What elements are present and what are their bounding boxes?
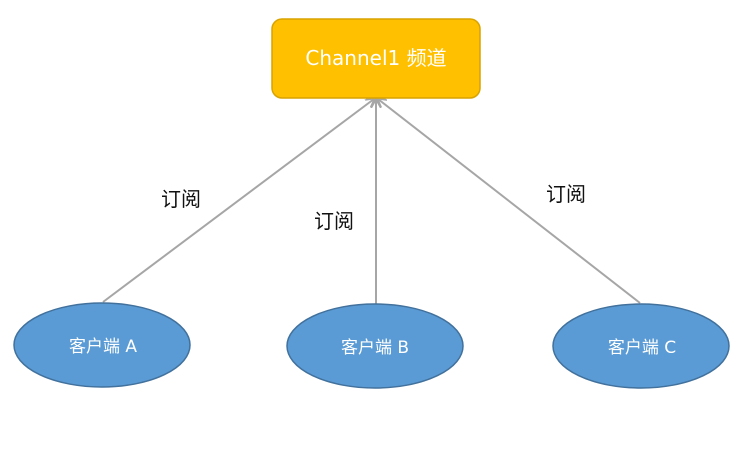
client-b-label: 客户端 B	[341, 338, 409, 358]
edge-label-a: 订阅	[161, 187, 201, 211]
channel-node: Channel1 频道	[271, 18, 481, 99]
client-a-label: 客户端 A	[69, 337, 137, 357]
channel-label: Channel1 频道	[305, 46, 446, 70]
client-a-ellipse	[13, 302, 191, 388]
client-node-b: 客户端 B	[286, 303, 464, 389]
edge-client-a-to-channel	[102, 99, 374, 303]
client-node-c: 客户端 C	[552, 303, 730, 389]
edges	[102, 99, 641, 304]
client-b-ellipse	[286, 303, 464, 389]
edge-client-c-to-channel	[378, 99, 641, 304]
edge-label-b: 订阅	[314, 209, 354, 233]
client-node-a: 客户端 A	[13, 302, 191, 388]
client-c-ellipse	[552, 303, 730, 389]
client-c-label: 客户端 C	[608, 338, 676, 358]
channel-box	[271, 18, 481, 99]
edge-label-c: 订阅	[546, 182, 586, 206]
